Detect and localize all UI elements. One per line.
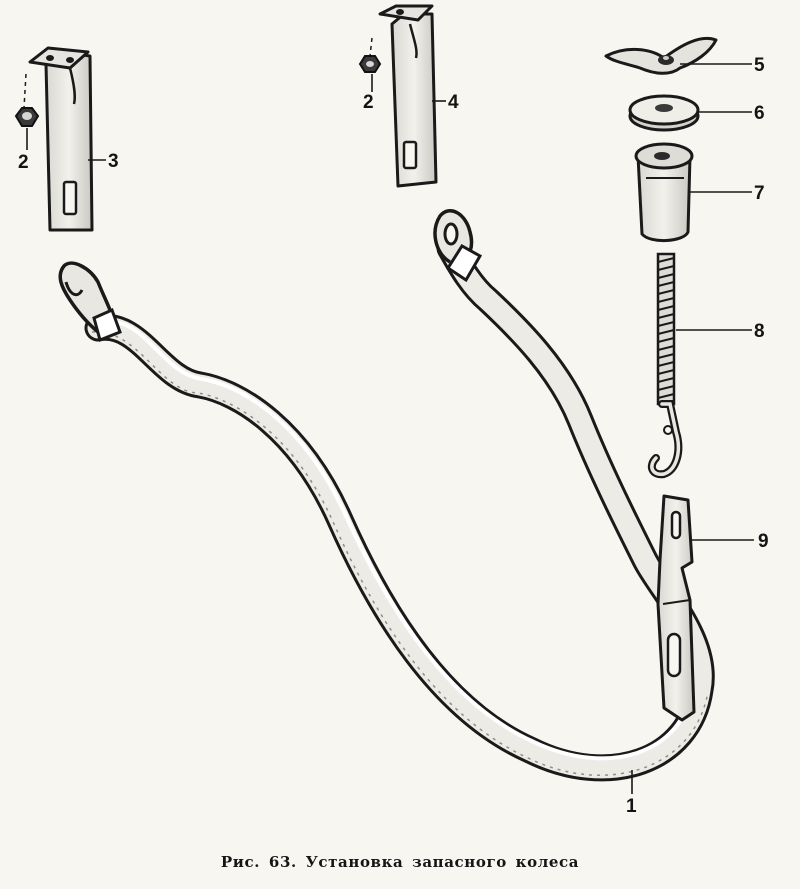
- callout-8: 8: [754, 321, 765, 342]
- right-bracket-part: [378, 4, 438, 188]
- wing-nut-part: [604, 37, 718, 75]
- figure-title: Установка запасного колеса: [305, 853, 580, 871]
- leader-lines: [26, 63, 754, 794]
- callout-labels: 2 3 2 4 5 6 7 8 9 1: [18, 55, 769, 817]
- washer-part: [628, 94, 700, 132]
- strap-part: [58, 209, 715, 782]
- left-nut-part: [14, 73, 40, 127]
- callout-6: 6: [754, 103, 765, 124]
- right-nut-part: [358, 37, 382, 73]
- callout-2-right: 2: [363, 92, 374, 113]
- hook-bolt-part: [647, 252, 683, 479]
- callout-2-left: 2: [18, 152, 29, 173]
- callout-3: 3: [108, 151, 119, 172]
- callout-1: 1: [626, 796, 637, 817]
- clamp-plate-part: [656, 494, 696, 722]
- left-bracket-part: [28, 46, 94, 232]
- figure-caption: Рис. 63. Установка запасного колеса: [0, 853, 800, 871]
- figure-number: Рис. 63.: [220, 853, 297, 871]
- callout-5: 5: [754, 55, 765, 76]
- callout-4: 4: [448, 92, 459, 113]
- callout-7: 7: [754, 183, 765, 204]
- sleeve-part: [634, 142, 694, 242]
- callout-9: 9: [758, 531, 769, 552]
